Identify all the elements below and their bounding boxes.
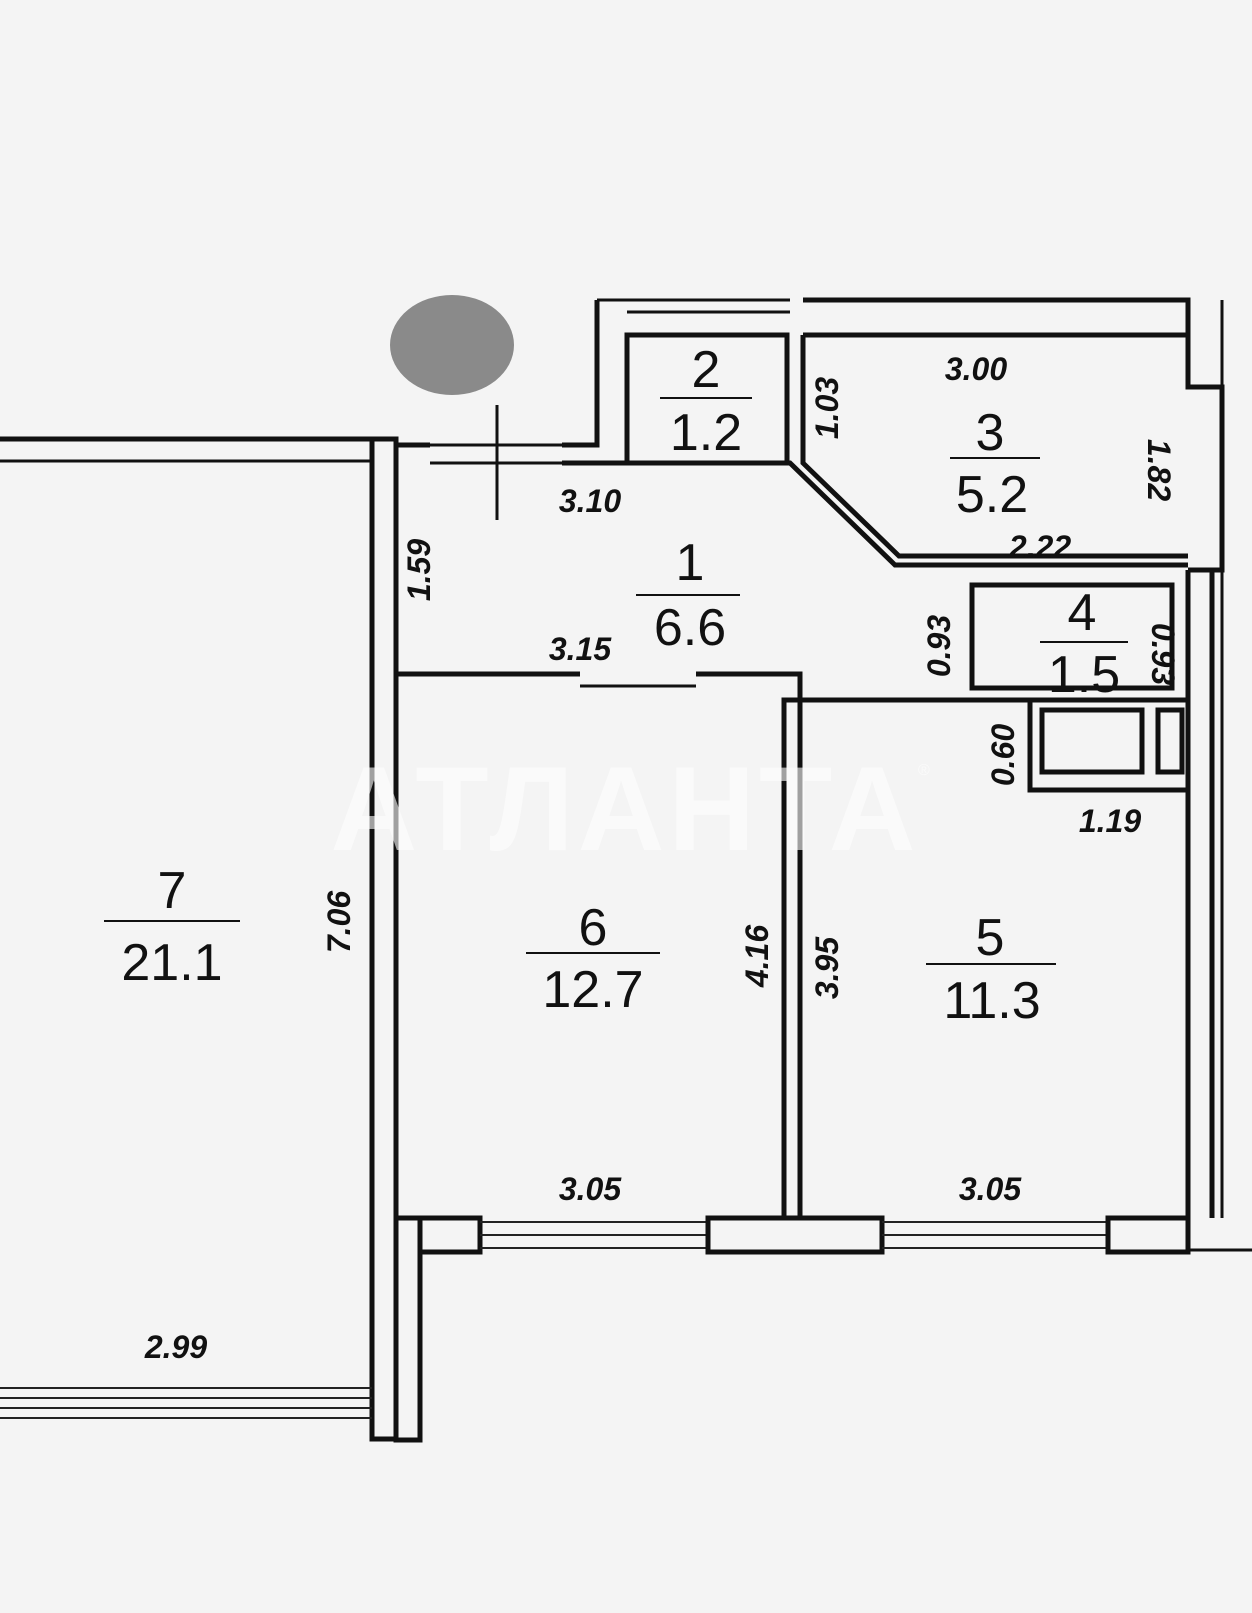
dim-room6-right: 4.16 xyxy=(739,925,775,988)
svg-text:11.3: 11.3 xyxy=(943,972,1040,1030)
dim-room3-bottom: 2.22 xyxy=(1008,529,1071,565)
dim-closet-bottom: 1.19 xyxy=(1079,803,1141,839)
walls xyxy=(0,297,1252,1443)
svg-text:12.7: 12.7 xyxy=(542,961,643,1019)
redaction-mark xyxy=(390,295,514,395)
svg-text:6.6: 6.6 xyxy=(654,599,726,657)
room-1-label: 1 6.6 xyxy=(636,534,740,657)
svg-text:3: 3 xyxy=(976,404,1005,462)
watermark-registered-mark: ® xyxy=(918,762,930,779)
room-2-label: 2 1.2 xyxy=(660,341,752,462)
watermark: АТЛАНТА xyxy=(331,742,920,876)
dim-closet-left: 0.60 xyxy=(985,724,1021,786)
svg-text:1: 1 xyxy=(676,534,705,592)
svg-text:1.5: 1.5 xyxy=(1048,646,1120,704)
dim-room5-bottom: 3.05 xyxy=(959,1171,1022,1207)
room-4-label: 4 1.5 xyxy=(1040,584,1128,704)
dim-corridor-left: 1.59 xyxy=(401,539,437,601)
dim-room3-right: 1.82 xyxy=(1141,439,1177,501)
svg-text:4: 4 xyxy=(1068,584,1097,642)
svg-text:5.2: 5.2 xyxy=(956,466,1028,524)
dim-corridor-top: 3.10 xyxy=(559,483,621,519)
dim-room5-left: 3.95 xyxy=(809,936,845,999)
dim-room3-top: 3.00 xyxy=(945,351,1007,387)
dimension-labels: 3.10 1.59 3.15 3.00 1.03 1.82 2.22 0.93 … xyxy=(144,351,1181,1365)
svg-text:7: 7 xyxy=(158,862,187,920)
dim-room4-right: 0.93 xyxy=(1145,623,1181,685)
dim-room3-left: 1.03 xyxy=(809,377,845,439)
room-5-label: 5 11.3 xyxy=(926,909,1056,1030)
svg-text:1.2: 1.2 xyxy=(670,404,742,462)
dim-room4-left: 0.93 xyxy=(921,615,957,677)
svg-text:6: 6 xyxy=(579,899,608,957)
dim-room7-right: 7.06 xyxy=(321,891,357,953)
svg-text:5: 5 xyxy=(976,909,1005,967)
room-6-label: 6 12.7 xyxy=(526,899,660,1019)
dim-corridor-bottom: 3.15 xyxy=(549,631,612,667)
svg-text:21.1: 21.1 xyxy=(121,934,222,992)
dim-room7-bottom: 2.99 xyxy=(144,1329,207,1365)
room-3-label: 3 5.2 xyxy=(950,404,1040,524)
svg-text:2: 2 xyxy=(692,341,721,399)
room-7-label: 7 21.1 xyxy=(104,862,240,992)
dim-room6-bottom: 3.05 xyxy=(559,1171,622,1207)
